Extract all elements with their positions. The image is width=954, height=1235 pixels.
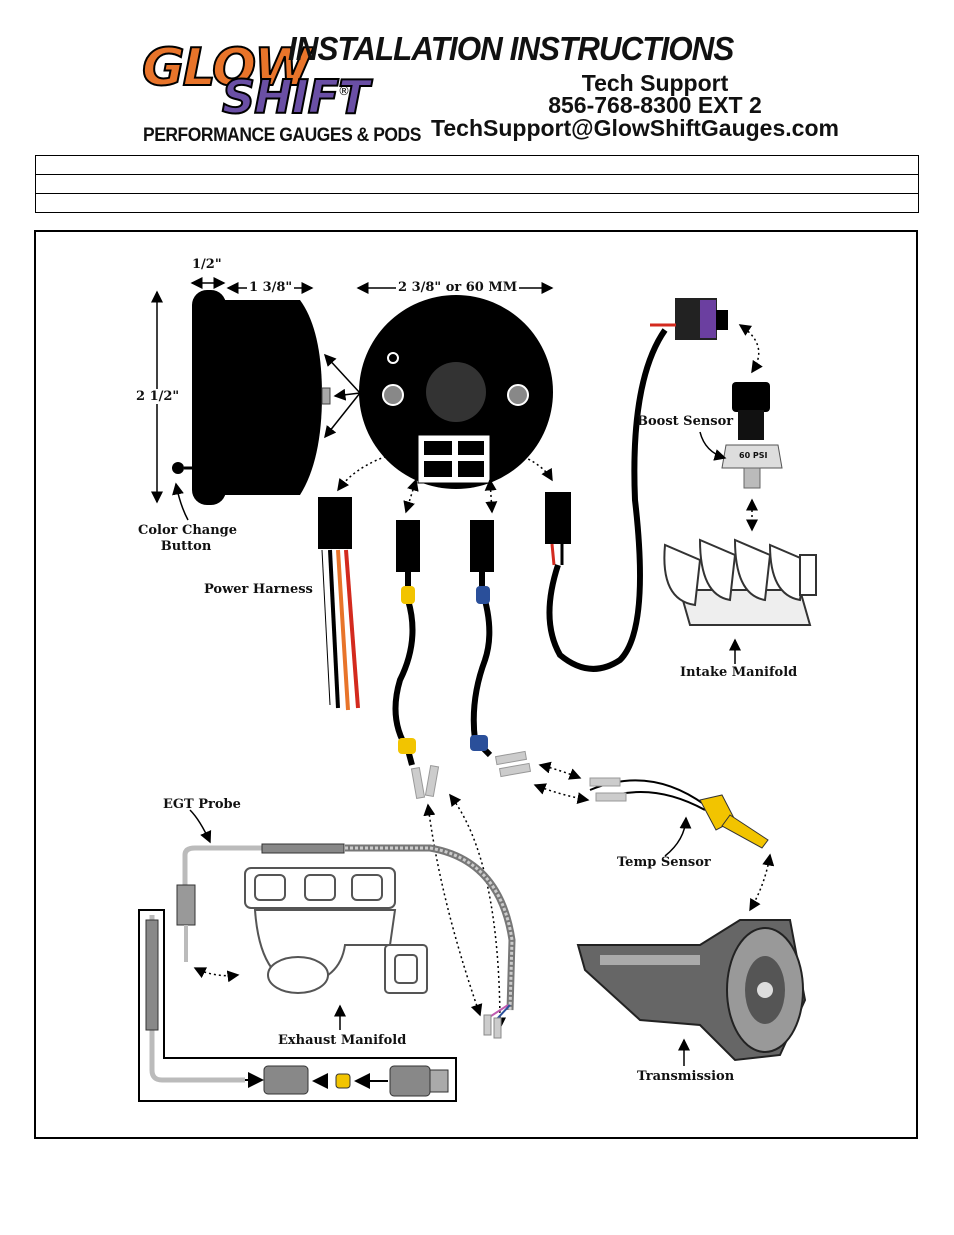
dim-diameter-label: 2 3/8" or 60 MM (396, 280, 520, 295)
rule-row (36, 156, 918, 175)
egt-probe (176, 843, 516, 1039)
tech-support-phone: 856-768-8300 EXT 2 (548, 92, 762, 118)
boost-sensor (721, 382, 783, 489)
exhaust-manifold-label: Exhaust Manifold (278, 1033, 407, 1048)
rule-row (36, 175, 918, 194)
tech-support-email: TechSupport@GlowShiftGauges.com (431, 115, 839, 141)
gauge-back-view (359, 295, 553, 489)
egt-fitting-inset (138, 909, 457, 1102)
egt-harness (392, 520, 440, 800)
tech-support-label: Tech Support (581, 70, 729, 96)
temp-harness (470, 520, 532, 778)
dim-height-label: 2 1/2" (134, 389, 182, 404)
dim-depth-label: 1 3/8" (247, 280, 295, 295)
boost-harness (545, 298, 728, 672)
header-rule-table (35, 155, 919, 213)
logo-registered-mark: ® (338, 84, 350, 98)
color-change-line1: Color Change (138, 523, 238, 538)
temp-sensor-label: Temp Sensor (617, 855, 711, 870)
gauge-side-view (172, 290, 331, 505)
transmission-label: Transmission (637, 1069, 735, 1084)
color-change-line2: Button (160, 539, 212, 554)
logo-shift-text: SHIFT (221, 70, 371, 124)
transmission (576, 919, 807, 1062)
intake-manifold (663, 538, 817, 626)
sensor-psi-label: 60 PSI (739, 451, 768, 460)
power-harness (318, 497, 360, 711)
logo-glow-text: GLOW (141, 38, 313, 98)
color-change-button-label: Color Change Button (138, 523, 238, 555)
intake-manifold-label: Intake Manifold (680, 665, 798, 680)
page-title: INSTALLATION INSTRUCTIONS (288, 30, 734, 67)
temp-sensor (589, 777, 769, 849)
dim-bezel-label: 1/2" (190, 257, 224, 272)
power-harness-label: Power Harness (204, 582, 313, 597)
egt-probe-label: EGT Probe (163, 797, 241, 812)
exhaust-manifold (244, 867, 428, 994)
logo-tagline: PERFORMANCE GAUGES & PODS (143, 125, 421, 146)
boost-sensor-label: Boost Sensor (637, 414, 734, 429)
wiring-diagram-frame (34, 230, 918, 1139)
